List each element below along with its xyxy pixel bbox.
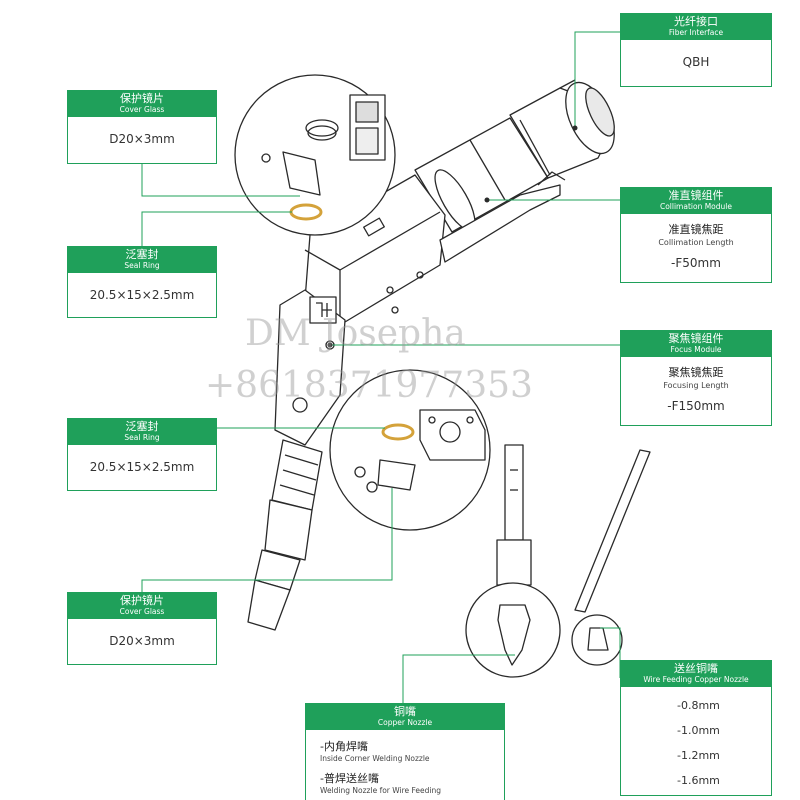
callout-collimation-module: 准直镜组件 Collimation Module 准直镜焦距 Collimati… — [620, 187, 772, 283]
main-body — [304, 174, 446, 326]
collimation-barrel — [414, 117, 549, 233]
callout-title-cn: 准直镜组件 — [668, 189, 724, 202]
callout-title-en: Seal Ring — [124, 261, 160, 270]
callout-title-en: Focus Module — [670, 345, 722, 354]
trigger-handle — [439, 171, 566, 263]
callout-title-en: Collimation Module — [659, 202, 732, 211]
copper-nozzle-item-cn: -普焊送丝嘴 — [320, 772, 379, 785]
cover-glass-top-value: D20×3mm — [109, 132, 175, 146]
callout-title-en: Fiber Interface — [668, 28, 724, 37]
wire-nozzle-size: -1.0mm — [677, 724, 720, 737]
focus-sub-en: Focusing Length — [663, 381, 729, 390]
callout-title-cn: 聚焦镜组件 — [668, 332, 724, 345]
focus-value: -F150mm — [667, 399, 725, 413]
copper-nozzle-icon — [497, 604, 531, 666]
callout-title-en: Copper Nozzle — [377, 718, 433, 727]
callout-title-cn: 保护镜片 — [120, 594, 164, 607]
callout-cover-glass-top: 保护镜片 Cover Glass D20×3mm — [67, 90, 217, 164]
callout-cover-glass-bottom: 保护镜片 Cover Glass D20×3mm — [67, 592, 217, 665]
callout-header: 光纤接口 Fiber Interface — [621, 14, 771, 40]
callout-title-cn: 铜嘴 — [394, 705, 416, 718]
seal-ring-top-value: 20.5×15×2.5mm — [89, 288, 195, 302]
collimation-sub-en: Collimation Length — [658, 238, 734, 247]
copper-nozzle-item-en: Inside Corner Welding Nozzle — [320, 754, 430, 763]
leader-copper-nozzle — [402, 654, 515, 703]
callout-seal-ring-bottom: 泛塞封 Seal Ring 20.5×15×2.5mm — [67, 418, 217, 491]
collimation-value: -F50mm — [671, 256, 721, 270]
leader-cover-glass-bottom — [141, 488, 393, 592]
wire-rod — [574, 449, 651, 613]
callout-header: 保护镜片 Cover Glass — [68, 91, 216, 117]
fiber-value: QBH — [682, 55, 710, 69]
wire-nozzle-icon — [587, 627, 609, 651]
callout-wire-feeding-nozzle: 送丝铜嘴 Wire Feeding Copper Nozzle -0.8mm -… — [620, 660, 772, 796]
watermark-name: DM Josepha — [245, 313, 466, 354]
callout-fiber-interface: 光纤接口 Fiber Interface QBH — [620, 13, 772, 87]
wire-nozzle-size: -0.8mm — [677, 699, 720, 712]
copper-nozzle-item-cn: -内角焊嘴 — [320, 740, 368, 753]
callout-title-cn: 送丝铜嘴 — [674, 662, 718, 675]
callout-title-en: Seal Ring — [124, 433, 160, 442]
callout-focus-module: 聚焦镜组件 Focus Module 聚焦镜焦距 Focusing Length… — [620, 330, 772, 426]
callout-header: 泛塞封 Seal Ring — [68, 247, 216, 273]
callout-header: 送丝铜嘴 Wire Feeding Copper Nozzle — [621, 661, 771, 687]
focus-parts-bottom — [354, 409, 486, 493]
cover-glass-top-parts — [261, 94, 386, 196]
callout-header: 铜嘴 Copper Nozzle — [306, 704, 504, 730]
nozzle-assembly — [247, 439, 323, 631]
callout-title-en: Wire Feeding Copper Nozzle — [643, 675, 749, 684]
callout-title-cn: 泛塞封 — [125, 420, 159, 433]
seal-ring-bottom-value: 20.5×15×2.5mm — [89, 460, 195, 474]
nozzle-tube — [496, 444, 532, 586]
wire-nozzle-size: -1.6mm — [677, 774, 720, 787]
callout-seal-ring-top: 泛塞封 Seal Ring 20.5×15×2.5mm — [67, 246, 217, 318]
wire-nozzle-size: -1.2mm — [677, 749, 720, 762]
seal-ring-bottom-icon — [381, 423, 415, 441]
watermark-phone: +8618371977353 — [205, 365, 533, 406]
copper-nozzle-item-en: Welding Nozzle for Wire Feeding — [320, 786, 442, 795]
qbh-connector — [509, 79, 615, 179]
callout-title-cn: 泛塞封 — [125, 248, 159, 261]
callout-title-cn: 保护镜片 — [120, 92, 164, 105]
wire-nozzle-list: -0.8mm -1.0mm -1.2mm -1.6mm — [621, 693, 771, 793]
cover-glass-bottom-value: D20×3mm — [109, 634, 175, 648]
callout-title-cn: 光纤接口 — [674, 15, 718, 28]
collimation-sub-cn: 准直镜焦距 — [668, 223, 724, 236]
focus-module — [274, 289, 346, 446]
callout-header: 聚焦镜组件 Focus Module — [621, 331, 771, 357]
callout-header: 泛塞封 Seal Ring — [68, 419, 216, 445]
callout-title-en: Cover Glass — [119, 105, 165, 114]
copper-nozzle-item: -内角焊嘴 Inside Corner Welding Nozzle — [306, 740, 504, 764]
callout-header: 准直镜组件 Collimation Module — [621, 188, 771, 214]
copper-nozzle-item: -普焊送丝嘴 Welding Nozzle for Wire Feeding — [306, 772, 504, 796]
focus-sub-cn: 聚焦镜焦距 — [668, 366, 724, 379]
leader-fiber — [574, 31, 620, 128]
callout-header: 保护镜片 Cover Glass — [68, 593, 216, 619]
callout-title-en: Cover Glass — [119, 607, 165, 616]
leader-cover-glass-top — [141, 164, 300, 197]
leader-seal-ring-top — [141, 211, 292, 246]
callout-copper-nozzle: 铜嘴 Copper Nozzle -内角焊嘴 Inside Corner Wel… — [305, 703, 505, 800]
